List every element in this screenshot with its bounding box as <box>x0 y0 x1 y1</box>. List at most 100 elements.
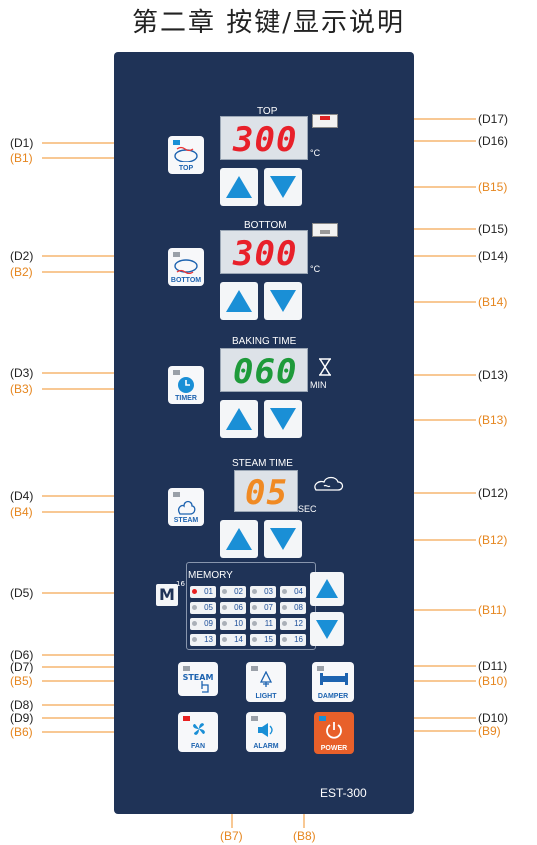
up-arrow-icon <box>226 176 252 198</box>
label-b15: (B15) <box>478 180 508 194</box>
fan-label: FAN <box>191 743 205 750</box>
up-arrow-icon <box>226 408 252 430</box>
top-up-button[interactable] <box>220 168 258 206</box>
steam-button[interactable]: STEAM <box>168 488 204 526</box>
light-bulb-icon <box>259 671 273 687</box>
manual-steam-button[interactable]: STEAM <box>178 662 218 696</box>
damper-button[interactable]: DAMPER <box>312 662 354 702</box>
bottom-down-button[interactable] <box>264 282 302 320</box>
label-d15: (D15) <box>478 222 509 236</box>
memory-slot-13[interactable]: 13 <box>190 634 216 646</box>
label-b7: (B7) <box>220 829 243 843</box>
fan-key-led <box>183 716 190 721</box>
memory-slot-led <box>222 605 227 610</box>
memory-slot-01[interactable]: 01 <box>190 586 216 598</box>
fan-button[interactable]: FAN <box>178 712 218 752</box>
alarm-button[interactable]: ALARM <box>246 712 286 752</box>
down-arrow-icon <box>270 176 296 198</box>
memory-slot-05[interactable]: 05 <box>190 602 216 614</box>
bottom-caption: BOTTOM <box>244 220 287 231</box>
label-d3: (D3) <box>10 366 34 380</box>
memory-slot-number: 10 <box>234 619 243 628</box>
timer-button[interactable]: TIMER <box>168 366 204 404</box>
bottom-heat-led <box>320 230 330 234</box>
bottom-up-button[interactable] <box>220 282 258 320</box>
memory-slot-03[interactable]: 03 <box>250 586 276 598</box>
steam-down-button[interactable] <box>264 520 302 558</box>
label-d2: (D2) <box>10 249 34 263</box>
steam-time-value: 05 <box>245 473 288 513</box>
label-b14: (B14) <box>478 295 508 309</box>
memory-down-button[interactable] <box>310 612 344 646</box>
memory-slot-11[interactable]: 11 <box>250 618 276 630</box>
steam-key-led <box>173 492 180 497</box>
memory-slot-number: 12 <box>294 619 303 628</box>
memory-up-button[interactable] <box>310 572 344 606</box>
label-b10: (B10) <box>478 674 508 688</box>
down-arrow-icon <box>270 408 296 430</box>
baking-down-button[interactable] <box>264 400 302 438</box>
memory-slot-14[interactable]: 14 <box>220 634 246 646</box>
bottom-temperature-value: 300 <box>233 234 298 274</box>
baking-up-button[interactable] <box>220 400 258 438</box>
down-arrow-icon <box>316 620 338 639</box>
up-arrow-icon <box>316 579 338 598</box>
memory-slot-number: 11 <box>264 619 273 628</box>
steam-up-button[interactable] <box>220 520 258 558</box>
memory-slot-06[interactable]: 06 <box>220 602 246 614</box>
memory-slot-07[interactable]: 07 <box>250 602 276 614</box>
memory-slot-12[interactable]: 12 <box>280 618 306 630</box>
memory-slot-08[interactable]: 08 <box>280 602 306 614</box>
baking-time-caption: BAKING TIME <box>232 336 297 347</box>
label-b5: (B5) <box>10 674 33 688</box>
label-d6: (D6) <box>10 648 34 662</box>
light-key-led <box>251 666 258 671</box>
bottom-heat-label: BOTTOM <box>170 277 202 284</box>
memory-slot-led <box>192 605 197 610</box>
label-d7: (D7) <box>10 660 34 674</box>
hand-pointer-icon <box>201 681 209 693</box>
top-heat-button[interactable]: TOP <box>168 136 204 174</box>
page-heading: 第二章 按键/显示说明 <box>131 8 406 38</box>
memory-slot-led <box>252 605 257 610</box>
memory-m-text: M <box>159 585 175 604</box>
top-unit: °C <box>310 148 321 158</box>
memory-slot-09[interactable]: 09 <box>190 618 216 630</box>
damper-key-led <box>317 666 324 671</box>
label-b1: (B1) <box>10 151 33 165</box>
memory-slot-led <box>252 621 257 626</box>
memory-group <box>186 562 316 650</box>
label-b3: (B3) <box>10 382 33 396</box>
label-d14: (D14) <box>478 249 509 263</box>
memory-slot-led <box>282 621 287 626</box>
memory-slot-led <box>192 621 197 626</box>
hourglass-icon <box>319 358 331 376</box>
clock-icon <box>178 377 194 393</box>
memory-slot-number: 03 <box>264 587 273 596</box>
memory-slot-number: 09 <box>204 619 213 628</box>
power-key-led <box>319 716 326 721</box>
label-d8: (D8) <box>10 698 34 712</box>
down-arrow-icon <box>270 528 296 550</box>
memory-slot-15[interactable]: 15 <box>250 634 276 646</box>
memory-caption: MEMORY <box>188 570 233 581</box>
steam-time-display: 05 <box>234 470 298 513</box>
manual-steam-label: STEAM <box>182 673 214 682</box>
memory-slot-number: 08 <box>294 603 303 612</box>
memory-slot-led <box>192 589 197 594</box>
bottom-heat-button[interactable]: BOTTOM <box>168 248 204 286</box>
memory-slot-04[interactable]: 04 <box>280 586 306 598</box>
memory-slot-16[interactable]: 16 <box>280 634 306 646</box>
memory-slot-number: 15 <box>264 635 273 644</box>
timer-key-led <box>173 370 180 375</box>
bottom-temperature-display: 300 <box>220 230 308 274</box>
alarm-key-led <box>251 716 258 721</box>
power-button[interactable]: POWER <box>314 712 354 754</box>
steam-icon <box>178 500 196 515</box>
label-d13: (D13) <box>478 368 509 382</box>
light-button[interactable]: LIGHT <box>246 662 286 702</box>
damper-label: DAMPER <box>317 693 349 700</box>
top-down-button[interactable] <box>264 168 302 206</box>
memory-slot-02[interactable]: 02 <box>220 586 246 598</box>
memory-slot-10[interactable]: 10 <box>220 618 246 630</box>
